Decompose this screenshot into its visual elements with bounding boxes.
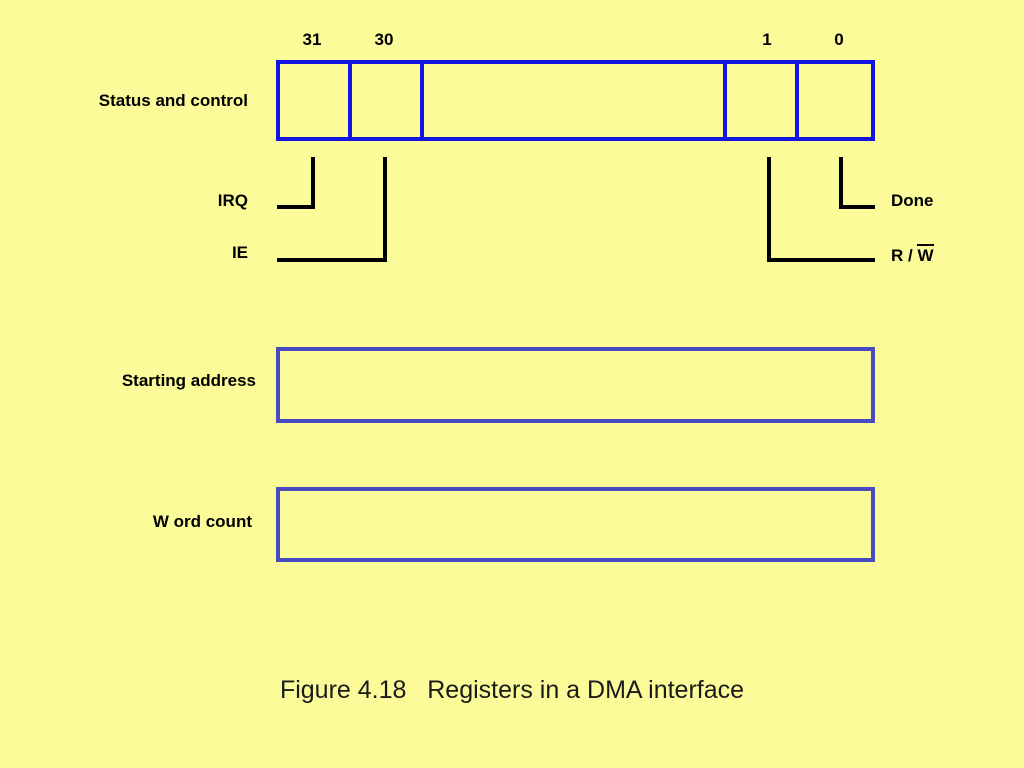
ie-leader-vertical xyxy=(383,157,387,262)
starting-address-label: Starting address xyxy=(121,371,256,390)
done-leader-horizontal xyxy=(839,205,875,209)
ie-label: IE xyxy=(231,243,248,262)
bit-number-31: 31 xyxy=(302,30,322,49)
register-cell-middle-bits xyxy=(424,64,727,137)
status-and-control-label: Status and control xyxy=(98,91,248,110)
read-write-leader-vertical xyxy=(767,157,771,262)
register-cell-bit-30 xyxy=(352,64,424,137)
figure-caption: Figure 4.18 Registers in a DMA interface xyxy=(279,676,745,704)
register-cell-bit-1 xyxy=(727,64,799,137)
starting-address-register xyxy=(276,347,875,423)
irq-label: IRQ xyxy=(217,191,248,210)
register-cell-bit-31 xyxy=(280,64,352,137)
register-cell-bit-0 xyxy=(799,64,871,137)
bit-number-0: 0 xyxy=(834,30,844,49)
bit-number-1: 1 xyxy=(762,30,772,49)
read-write-label: R / W xyxy=(891,244,934,264)
done-label: Done xyxy=(891,191,934,210)
read-write-overbar-w: W xyxy=(917,244,934,265)
irq-leader-vertical xyxy=(311,157,315,209)
bit-number-30: 30 xyxy=(374,30,394,49)
ie-leader-horizontal xyxy=(277,258,387,262)
done-leader-vertical xyxy=(839,157,843,209)
word-count-label: W ord count xyxy=(152,512,252,531)
read-write-leader-horizontal xyxy=(767,258,875,262)
word-count-register xyxy=(276,487,875,562)
irq-leader-horizontal xyxy=(277,205,315,209)
read-write-prefix: R / xyxy=(891,246,918,265)
status-and-control-register xyxy=(276,60,875,141)
